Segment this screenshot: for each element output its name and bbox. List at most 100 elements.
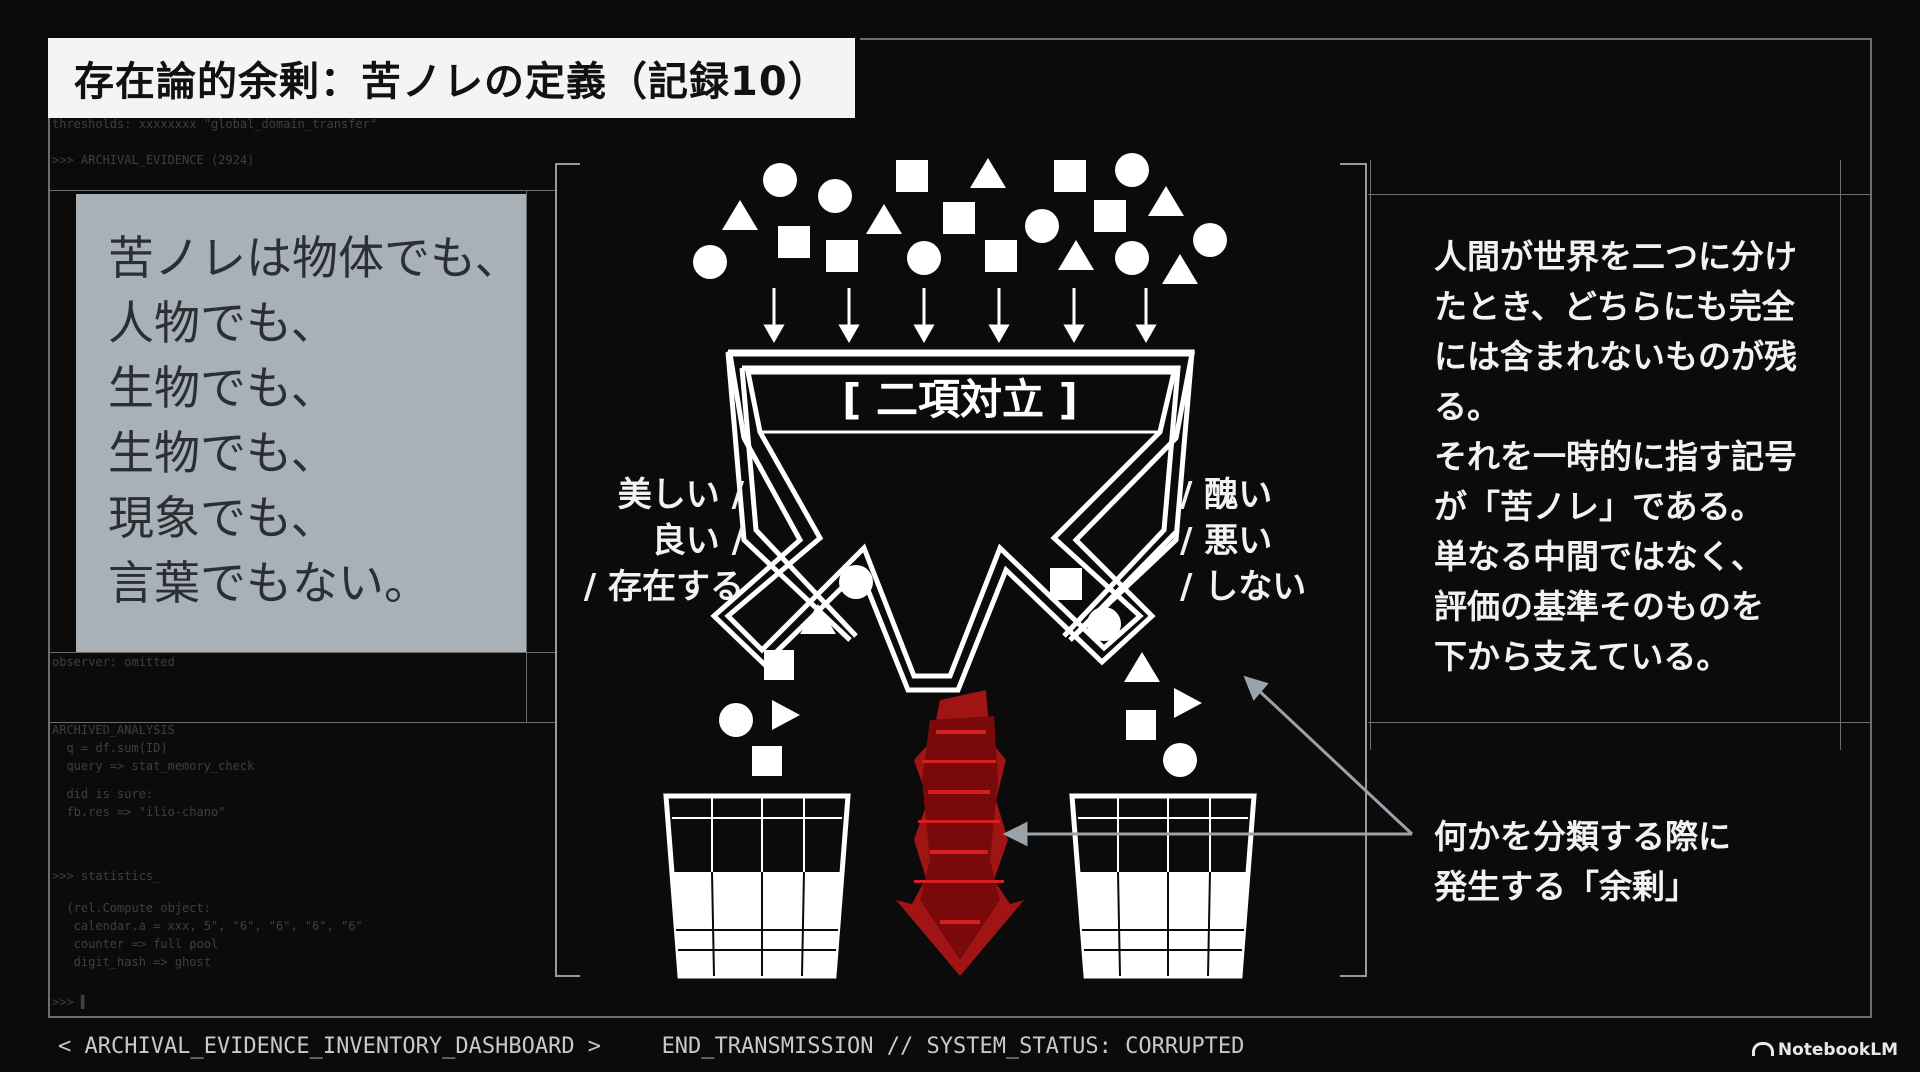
annotation-line: 何かを分類する際に — [1434, 817, 1731, 856]
surplus-annotation: 何かを分類する際に 発生する「余剰」 — [1434, 812, 1731, 912]
quote-line: 生物でも、 — [108, 361, 337, 415]
funnel-right-label: / 醜い — [1180, 475, 1273, 515]
logo-text: NotebookLM — [1777, 1040, 1898, 1060]
terminal-line: did is sure: — [52, 787, 154, 801]
quote-text: 苦ノレは物体でも、 人物でも、 生物でも、 生物でも、 現象でも、 言葉でもない… — [108, 226, 521, 616]
definition-line: たとき、どちらにも完全 — [1434, 287, 1795, 326]
right-grid-line — [1368, 194, 1870, 195]
down-arrows — [763, 288, 1157, 344]
funnel-left-label: / 存在する — [583, 567, 744, 607]
left-grid-line — [50, 652, 556, 653]
definition-line: 評価の基準そのものを — [1434, 587, 1764, 626]
right-output-shapes — [1050, 568, 1202, 777]
frame-top-line — [860, 38, 1872, 40]
funnel-body — [710, 351, 1196, 693]
terminal-line: q = df.sum(ID) — [52, 741, 168, 755]
quote-line: 人物でも、 — [108, 296, 337, 350]
right-grid-line — [1840, 160, 1841, 750]
definition-line: それを一時的に指す記号 — [1434, 437, 1797, 476]
square-shape — [1050, 568, 1082, 600]
left-output-shapes — [719, 565, 873, 776]
circle-shape — [907, 241, 941, 275]
square-shape — [896, 160, 928, 192]
left-grid-line — [50, 722, 556, 723]
circle-shape — [1163, 743, 1197, 777]
input-shapes — [693, 153, 1227, 284]
quote-line: 現象でも、 — [108, 491, 337, 545]
frame-left-line — [48, 118, 50, 1018]
square-shape — [752, 746, 782, 776]
footer-status: < ARCHIVAL_EVIDENCE_INVENTORY_DASHBOARD … — [58, 1034, 1244, 1059]
funnel-left-labels: 美しい / 良い / / 存在する — [584, 472, 744, 610]
terminal-line: ARCHIVED_ANALYSIS — [52, 723, 175, 737]
square-shape — [764, 650, 794, 680]
terminal-line: observer: omitted — [52, 655, 175, 669]
triangle-shape — [800, 604, 836, 634]
terminal-line: >>> statistics_ — [52, 869, 161, 883]
annotation-arrows — [1002, 675, 1414, 847]
quote-line: 言葉でもない。 — [108, 556, 430, 610]
definition-line: には含まれないものが残 — [1434, 337, 1797, 376]
terminal-line: counter => full pool — [52, 937, 219, 951]
square-shape — [1054, 160, 1086, 192]
circle-shape — [1115, 153, 1149, 187]
notebooklm-logo: NotebookLM — [1751, 1040, 1898, 1060]
right-grid-line — [1370, 160, 1371, 750]
frame-right-line — [1870, 38, 1872, 1018]
terminal-line: thresholds: xxxxxxxx "global_domain_tran… — [52, 117, 378, 131]
cup-grid — [676, 871, 838, 977]
frame-bottom-line — [48, 1016, 1872, 1018]
cup-grid — [1082, 871, 1244, 977]
residual-red-arrow — [896, 690, 1024, 976]
terminal-line: query => stat_memory_check — [52, 759, 255, 773]
quote-line: 苦ノレは物体でも、 — [108, 231, 521, 285]
square-shape — [1094, 200, 1126, 232]
annotation-line: 発生する「余剰」 — [1434, 867, 1698, 906]
left-cup — [663, 793, 851, 979]
square-shape — [1126, 710, 1156, 740]
terminal-line: digit_hash => ghost — [52, 955, 211, 969]
funnel-right-label: / しない — [1180, 567, 1307, 607]
terminal-line: (rel.Compute object: — [52, 901, 211, 915]
footer-system-status: END_TRANSMISSION // SYSTEM_STATUS: CORRU… — [661, 1034, 1245, 1059]
terminal-line: >>> ARCHIVAL_EVIDENCE (2924) — [52, 153, 255, 167]
triangle-shape — [1174, 688, 1202, 718]
funnel-left-label: 良い / — [651, 521, 744, 561]
circle-shape — [693, 245, 727, 279]
definition-line: 単なる中間ではなく、 — [1434, 537, 1764, 576]
square-shape — [985, 240, 1017, 272]
funnel-right-label: / 悪い — [1180, 521, 1273, 561]
circle-shape — [719, 703, 753, 737]
terminal-line: fb.res => "ilio-chano" — [52, 805, 226, 819]
left-grid-line — [50, 190, 556, 191]
circle-shape — [1087, 607, 1121, 641]
circle-shape — [1025, 209, 1059, 243]
diagram-bracket-left — [555, 163, 580, 977]
square-shape — [826, 240, 858, 272]
terminal-background: thresholds: xxxxxxxx "global_domain_tran… — [52, 110, 612, 1030]
triangle-shape — [722, 200, 758, 230]
terminal-line: >>> ▌ — [52, 995, 89, 1009]
triangle-shape — [772, 700, 800, 730]
footer-dashboard-label: < ARCHIVAL_EVIDENCE_INVENTORY_DASHBOARD … — [58, 1034, 602, 1059]
right-grid-line — [1368, 722, 1870, 723]
definition-text: 人間が世界を二つに分け たとき、どちらにも完全 には含まれないものが残 る。 そ… — [1434, 232, 1797, 682]
triangle-shape — [1162, 254, 1198, 284]
left-grid-line — [526, 190, 527, 722]
definition-line: る。 — [1434, 387, 1500, 426]
diagram-bracket-right — [1340, 163, 1367, 977]
quote-line: 生物でも、 — [108, 426, 337, 480]
right-cup — [1069, 793, 1257, 979]
quote-panel — [76, 194, 526, 652]
funnel-right-labels: / 醜い / 悪い / しない — [1180, 472, 1306, 610]
square-shape — [943, 202, 975, 234]
definition-line: 下から支えている。 — [1434, 637, 1730, 676]
logo-icon — [1751, 1042, 1774, 1056]
circle-shape — [1115, 241, 1149, 275]
square-shape — [778, 226, 810, 258]
triangle-shape — [970, 158, 1006, 188]
definition-line: 人間が世界を二つに分け — [1434, 237, 1797, 276]
circle-shape — [1193, 223, 1227, 257]
funnel-label: [ 二項対立 ] — [842, 375, 1078, 424]
